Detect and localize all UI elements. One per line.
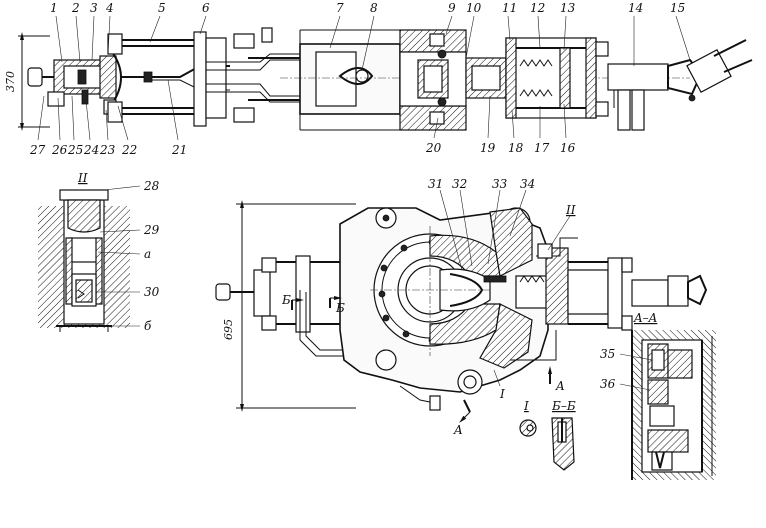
label-9: 9 — [448, 1, 456, 15]
label-29: 29 — [143, 223, 160, 237]
section-AA: A–A 35 36 — [600, 311, 716, 480]
label-24: 24 — [83, 143, 99, 157]
detail-I: I — [519, 399, 537, 437]
leader-lines — [37, 15, 691, 141]
label-25: 25 — [67, 143, 83, 157]
label-26: 26 — [51, 143, 68, 157]
label-33: 33 — [492, 177, 508, 191]
label-2: 2 — [71, 1, 80, 15]
section-mark-A-upper: A — [555, 379, 565, 393]
label-22: 22 — [121, 143, 137, 157]
label-34: 34 — [520, 177, 535, 191]
label-14: 14 — [628, 1, 643, 15]
section-mark-A-lower: A — [453, 423, 463, 437]
label-15: 15 — [670, 1, 685, 15]
label-35: 35 — [600, 347, 615, 361]
label-3: 3 — [90, 1, 98, 15]
dimension-370: 370 — [4, 71, 17, 92]
label-b: б — [144, 319, 152, 333]
detail-II-title: II — [77, 171, 88, 185]
label-19: 19 — [480, 141, 496, 155]
label-4: 4 — [105, 1, 114, 15]
dimension-695: 695 — [222, 319, 235, 340]
label-12: 12 — [530, 1, 545, 15]
label-10: 10 — [466, 1, 482, 15]
label-32: 32 — [452, 177, 467, 191]
label-20: 20 — [425, 141, 442, 155]
label-28: 28 — [143, 179, 160, 193]
detail-I-title: I — [523, 399, 529, 413]
section-mark-B-right: Б — [335, 301, 345, 315]
label-13: 13 — [560, 1, 576, 15]
front-view: 695 — [215, 177, 708, 437]
label-7: 7 — [336, 1, 344, 15]
label-30: 30 — [144, 285, 160, 299]
label-5: 5 — [158, 1, 166, 15]
label-a: a — [144, 247, 151, 261]
label-16: 16 — [560, 141, 576, 155]
label-6: 6 — [202, 1, 210, 15]
label-I: I — [499, 387, 505, 401]
section-mark-B-left: Б — [281, 293, 291, 307]
label-21: 21 — [171, 143, 187, 157]
label-31: 31 — [428, 177, 443, 191]
label-17: 17 — [534, 141, 550, 155]
top-view: 370 — [4, 1, 753, 157]
label-23: 23 — [99, 143, 116, 157]
section-BB-title: Б–Б — [551, 399, 576, 413]
section-AA-title: A–A — [633, 311, 658, 325]
label-36: 36 — [600, 377, 616, 391]
label-18: 18 — [508, 141, 524, 155]
label-1: 1 — [50, 1, 58, 15]
label-27: 27 — [29, 143, 46, 157]
label-8: 8 — [370, 1, 378, 15]
detail-II: II 28 29 a 30 б — [38, 171, 160, 333]
label-11: 11 — [502, 1, 517, 15]
label-II: II — [565, 203, 576, 217]
section-BB: Б–Б — [551, 399, 576, 471]
